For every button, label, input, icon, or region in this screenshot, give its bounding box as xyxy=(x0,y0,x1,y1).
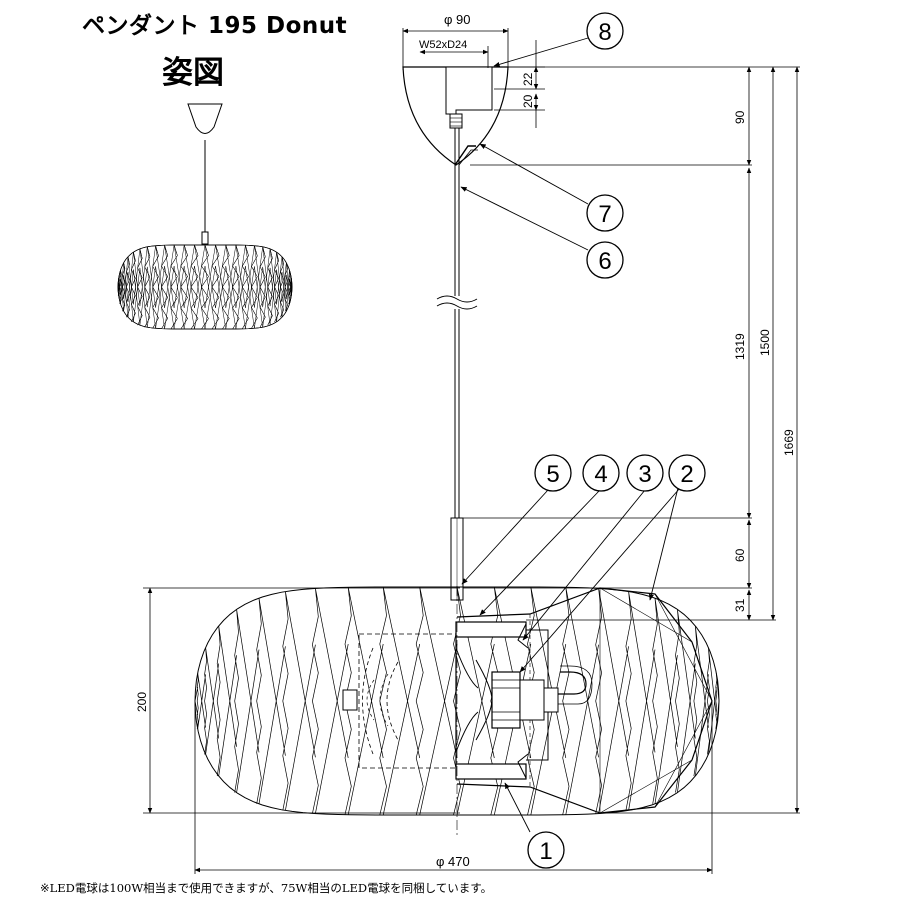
callout-2: 2 xyxy=(668,454,706,492)
dim-canopy-box: W52xD24 xyxy=(419,39,467,51)
mini-holder xyxy=(201,231,209,245)
socket-assembly xyxy=(342,621,593,780)
svg-text:1: 1 xyxy=(539,838,552,865)
dim-canopy-diameter: φ 90 xyxy=(444,12,471,27)
dim-200: 200 xyxy=(135,692,149,712)
callout-3: 3 xyxy=(626,454,664,492)
dim-90: 90 xyxy=(733,110,747,124)
dimension-lines xyxy=(143,28,800,874)
drawing-subtitle: 姿図 xyxy=(162,55,224,91)
callout-4: 4 xyxy=(582,454,620,492)
svg-text:6: 6 xyxy=(598,248,611,275)
dim-1669: 1669 xyxy=(782,429,796,456)
mini-shade xyxy=(117,244,293,330)
svg-text:7: 7 xyxy=(598,201,611,228)
canopy xyxy=(402,66,509,166)
dim-31: 31 xyxy=(733,598,747,612)
perspective-view xyxy=(117,103,293,330)
callout-7: 7 xyxy=(586,194,624,232)
product-title: ペンダント 195 Donut xyxy=(82,13,348,39)
footnote: ※LED電球は100W相当まで使用できますが、75W相当のLED電球を同梱してい… xyxy=(40,881,493,895)
dim-20: 20 xyxy=(521,94,535,108)
callout-6: 6 xyxy=(586,241,624,279)
dim-shade-diameter: φ 470 xyxy=(436,854,470,869)
callout-1: 1 xyxy=(527,831,565,869)
dim-22: 22 xyxy=(521,72,535,86)
mini-canopy xyxy=(187,103,223,134)
leader-lines xyxy=(460,37,681,833)
callout-5: 5 xyxy=(534,454,572,492)
cord xyxy=(436,128,478,601)
svg-text:8: 8 xyxy=(598,19,611,46)
dimension-labels: φ 90 W52xD24 22 20 90 1319 1500 1669 60 … xyxy=(135,12,796,869)
svg-text:4: 4 xyxy=(594,461,607,488)
svg-text:2: 2 xyxy=(680,461,693,488)
callout-8: 8 xyxy=(586,12,624,50)
svg-text:3: 3 xyxy=(638,461,651,488)
dim-60: 60 xyxy=(733,548,747,562)
dim-1319: 1319 xyxy=(733,333,747,360)
dim-1500: 1500 xyxy=(758,329,772,356)
svg-text:5: 5 xyxy=(546,461,559,488)
